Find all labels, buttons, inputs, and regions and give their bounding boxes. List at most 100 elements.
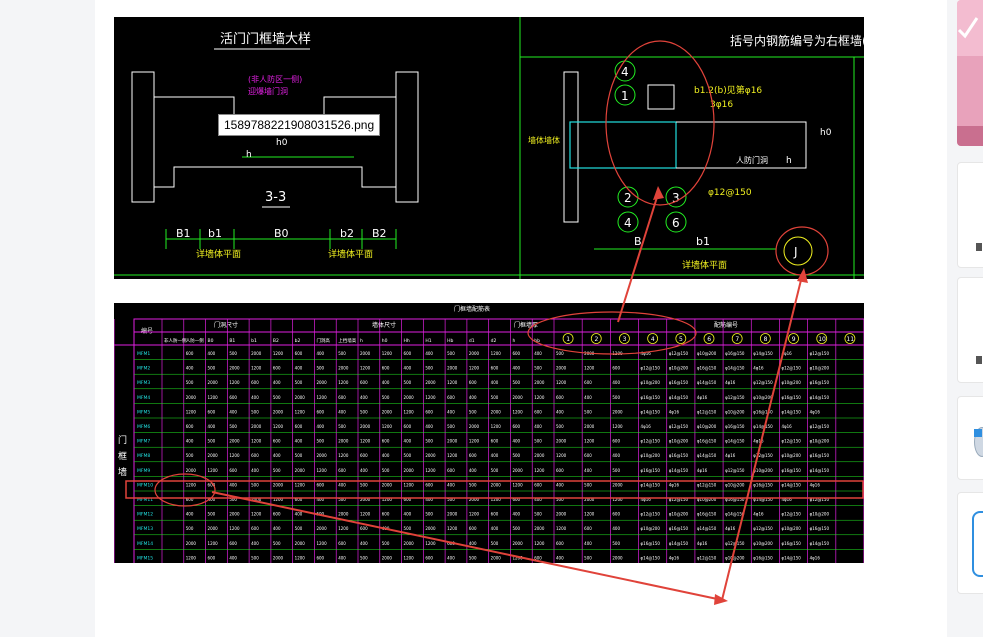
table-cell-4-26: φ16@150 bbox=[753, 409, 773, 414]
sidebar-card-2[interactable] bbox=[957, 277, 983, 383]
table-cell-9-17: 1200 bbox=[512, 482, 523, 487]
sub-header-15: d2 bbox=[491, 338, 497, 344]
table-cell-5-27: 4φ16 bbox=[781, 424, 792, 429]
blue-outline-button[interactable] bbox=[972, 511, 983, 577]
table-cell-7-5: 600 bbox=[251, 453, 259, 458]
table-cell-9-20: 500 bbox=[584, 482, 592, 487]
table-cell-9-18: 600 bbox=[534, 482, 542, 487]
table-cell-10-19: 500 bbox=[556, 497, 564, 502]
bottom-label-left: 详墙体平面 bbox=[196, 248, 241, 260]
table-cell-2-2: 500 bbox=[186, 380, 194, 385]
table-cell-7-28: φ16@150 bbox=[810, 453, 830, 458]
table-cell-13-24: 4φ16 bbox=[697, 541, 708, 546]
sub-header-12: H1 bbox=[425, 338, 431, 344]
table-cell-14-21: 2000 bbox=[612, 555, 623, 560]
left-note-2: 迎爆墙门洞 bbox=[248, 86, 288, 96]
table-cell-10-22: 4φ16 bbox=[641, 497, 652, 502]
table-cell-3-12: 2000 bbox=[404, 395, 415, 400]
table-cell-2-3: 2000 bbox=[208, 380, 219, 385]
sidebar-card-1[interactable] bbox=[957, 162, 983, 268]
table-cell-12-4: 1200 bbox=[229, 526, 240, 531]
wall-label: 墙体墙体 bbox=[528, 135, 560, 145]
bar-number-6: 6 bbox=[707, 336, 711, 343]
table-cell-7-27: φ10@200 bbox=[781, 453, 801, 458]
table-cell-10-23: φ12@150 bbox=[669, 497, 689, 502]
table-cell-3-3: 1200 bbox=[208, 395, 219, 400]
table-cell-0-8: 400 bbox=[316, 351, 324, 356]
rebar-schedule-table: 门框墙配筋表 编号 门洞尺寸 墙体尺寸 门框墙厚 配筋编号 门 框 墙 非人防一… bbox=[114, 305, 864, 563]
right-dim-h: h bbox=[786, 156, 792, 166]
table-cell-11-18: 500 bbox=[534, 512, 542, 517]
sub-header-11: Hh bbox=[404, 338, 410, 344]
promo-banner-card[interactable] bbox=[957, 0, 983, 146]
table-cell-5-2: 600 bbox=[186, 424, 194, 429]
table-cell-12-20: 600 bbox=[584, 526, 592, 531]
table-cell-2-21: 400 bbox=[612, 380, 620, 385]
table-cell-9-7: 1200 bbox=[295, 482, 306, 487]
table-cell-9-25: φ10@200 bbox=[725, 482, 745, 487]
table-cell-5-20: 2000 bbox=[584, 424, 595, 429]
table-cell-11-22: φ12@150 bbox=[641, 512, 661, 517]
table-cell-1-18: 500 bbox=[534, 366, 542, 371]
table-cell-13-19: 600 bbox=[556, 541, 564, 546]
table-cell-14-28: 4φ16 bbox=[810, 555, 821, 560]
table-cell-5-4: 500 bbox=[229, 424, 237, 429]
group-header-door: 门洞尺寸 bbox=[214, 321, 238, 329]
table-cell-13-2: 2000 bbox=[186, 541, 197, 546]
table-cell-3-28: φ14@150 bbox=[810, 395, 830, 400]
sub-header-16: h bbox=[512, 338, 515, 344]
table-cell-0-17: 600 bbox=[512, 351, 520, 356]
circle-num-2: 2 bbox=[624, 191, 632, 205]
table-cell-1-19: 2000 bbox=[556, 366, 567, 371]
right-dim-h0: h0 bbox=[820, 128, 832, 138]
table-cell-6-27: φ12@150 bbox=[781, 439, 801, 444]
table-cell-3-23: φ14@150 bbox=[669, 395, 689, 400]
table-cell-13-3: 1200 bbox=[208, 541, 219, 546]
table-cell-4-6: 2000 bbox=[273, 409, 284, 414]
table-cell-3-13: 1200 bbox=[425, 395, 436, 400]
table-cell-9-15: 500 bbox=[469, 482, 477, 487]
table-cell-0-15: 2000 bbox=[469, 351, 480, 356]
table-cell-6-3: 500 bbox=[208, 439, 216, 444]
table-cell-2-12: 500 bbox=[404, 380, 412, 385]
sub-header-2: B0 bbox=[208, 338, 214, 344]
table-cell-1-20: 1200 bbox=[584, 366, 595, 371]
table-cell-13-25: φ12@150 bbox=[725, 541, 745, 546]
table-cell-4-13: 600 bbox=[425, 409, 433, 414]
sub-header-0: 非人防一侧 bbox=[164, 337, 187, 344]
table-cell-12-7: 500 bbox=[295, 526, 303, 531]
circle-num-6: 6 bbox=[672, 216, 680, 230]
table-cell-13-21: 500 bbox=[612, 541, 620, 546]
table-cell-5-19: 500 bbox=[556, 424, 564, 429]
table-cell-7-6: 400 bbox=[273, 453, 281, 458]
table-cell-14-12: 1200 bbox=[404, 555, 415, 560]
row-id-3: MFM4 bbox=[137, 395, 150, 401]
table-cell-6-5: 1200 bbox=[251, 439, 262, 444]
circle-num-4a: 4 bbox=[621, 65, 629, 79]
table-cell-9-3: 600 bbox=[208, 482, 216, 487]
table-cell-9-11: 2000 bbox=[382, 482, 393, 487]
table-cell-9-14: 400 bbox=[447, 482, 455, 487]
table-cell-12-22: φ10@200 bbox=[641, 526, 661, 531]
card-1-snippet bbox=[976, 243, 982, 251]
table-cell-7-11: 400 bbox=[382, 453, 390, 458]
table-cell-8-6: 500 bbox=[273, 468, 281, 473]
table-cell-6-20: 1200 bbox=[584, 439, 595, 444]
table-cell-4-27: φ14@150 bbox=[781, 409, 801, 414]
sidebar-card-4[interactable] bbox=[957, 492, 983, 594]
cad-table-image[interactable]: 门框墙配筋表 编号 门洞尺寸 墙体尺寸 门框墙厚 配筋编号 门 框 墙 非人防一… bbox=[114, 303, 864, 563]
bar-number-4: 4 bbox=[651, 336, 655, 343]
right-bottom-label: 详墙体平面 bbox=[682, 259, 727, 271]
table-cell-8-21: 500 bbox=[612, 468, 620, 473]
table-cell-10-16: 1200 bbox=[491, 497, 502, 502]
table-cell-12-16: 400 bbox=[491, 526, 499, 531]
table-cell-5-9: 500 bbox=[338, 424, 346, 429]
table-cell-14-8: 600 bbox=[316, 555, 324, 560]
table-cell-0-27: 4φ16 bbox=[781, 351, 792, 356]
cad-detail-image[interactable]: 活门门框墙大样 括号内钢筋编号为右框墙(柱)配筋 3-3 (非人防区一侧) 迎爆… bbox=[114, 17, 864, 279]
table-cell-6-14: 2000 bbox=[447, 439, 458, 444]
sidebar-card-3[interactable] bbox=[957, 396, 983, 480]
table-cell-8-25: φ12@150 bbox=[725, 468, 745, 473]
table-cell-1-24: φ16@150 bbox=[697, 366, 717, 371]
table-cell-0-10: 2000 bbox=[360, 351, 371, 356]
